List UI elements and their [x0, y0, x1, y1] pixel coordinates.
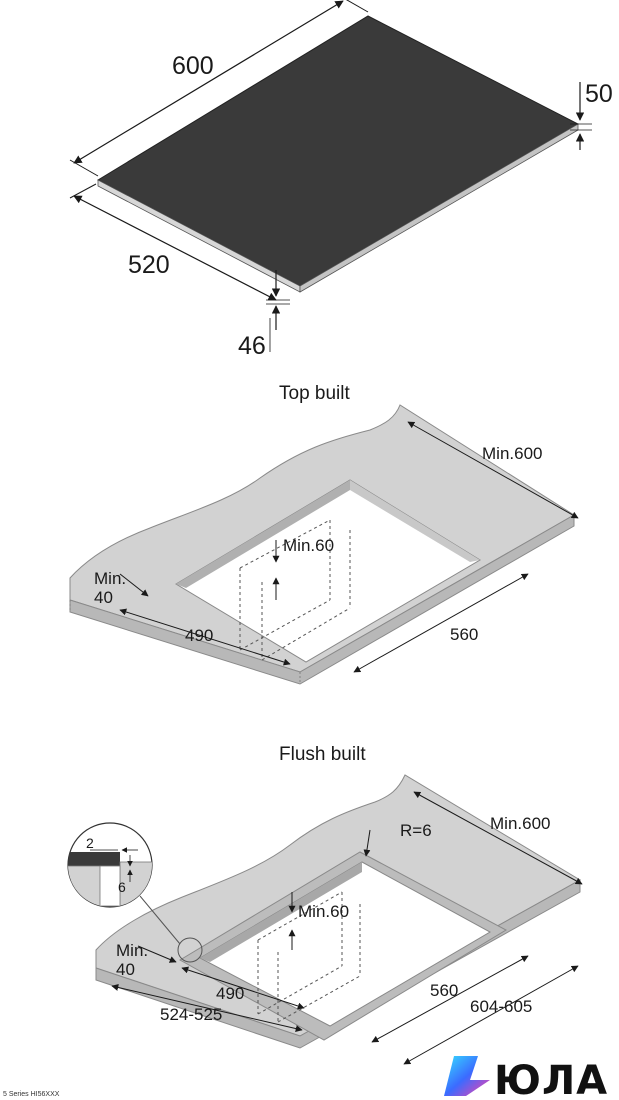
flush-built-outer-depth-label: 524-525 — [160, 1005, 222, 1024]
detail-depth-label: 6 — [118, 879, 126, 895]
flush-built-inner-depth-label: 490 — [216, 984, 244, 1003]
detail-step-label: 2 — [86, 835, 94, 851]
top-built-title: Top built — [279, 383, 350, 404]
hob-width-label: 600 — [172, 52, 214, 80]
hob-depth-label: 520 — [128, 251, 170, 279]
yula-logo-icon — [444, 1056, 490, 1096]
flush-built-min-front-line2: 40 — [116, 960, 135, 979]
top-built-min-back-label: Min.600 — [482, 444, 542, 463]
flush-built-min-front-line1: Min. — [116, 941, 148, 960]
flush-built-outer-width-label: 604-605 — [470, 997, 532, 1016]
top-built-cut-width-label: 560 — [450, 625, 478, 644]
flush-built-min-depth-label: Min.60 — [298, 902, 349, 921]
flush-built-inner-width-label: 560 — [430, 981, 458, 1000]
yula-logo: ЮЛА — [444, 1056, 608, 1100]
top-built-min-front-line2: 40 — [94, 588, 113, 607]
top-built-min-depth-label: Min.60 — [283, 536, 334, 555]
hob-drawing: 600 520 50 46 — [69, 0, 613, 360]
flush-built-title: Flush built — [279, 744, 366, 765]
top-built-drawing: Min.60 Min.600 Min. 40 490 560 — [69, 404, 579, 685]
flush-built-min-back-label: Min.600 — [490, 814, 550, 833]
hob-front-label: 46 — [238, 332, 266, 360]
series-text: 5 Series HI56XXX — [3, 1091, 60, 1098]
rebate-detail-callout: 2 6 — [67, 822, 153, 908]
flush-built-drawing: R=6 Min.600 Min.60 Min. 40 490 524-525 5… — [67, 774, 583, 1065]
yula-logo-text: ЮЛА — [494, 1058, 608, 1100]
top-built-cut-depth-label: 490 — [185, 626, 213, 645]
flush-built-radius-label: R=6 — [400, 821, 432, 840]
top-built-min-front-line1: Min. — [94, 569, 126, 588]
hob-thickness-label: 50 — [585, 80, 613, 108]
